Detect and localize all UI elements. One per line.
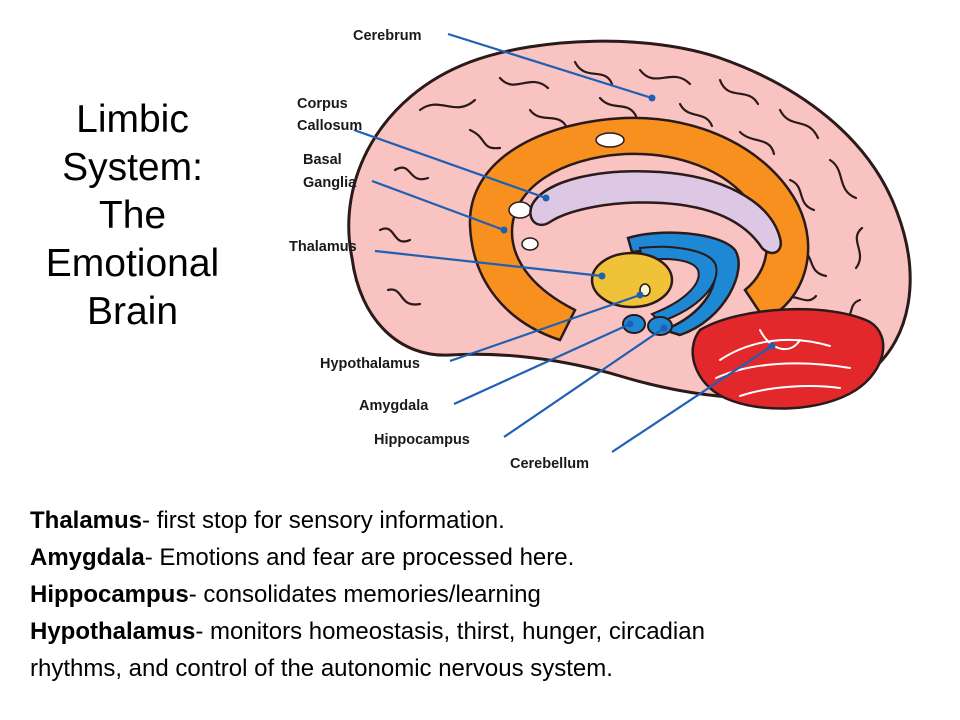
amygdala-shape xyxy=(622,314,646,334)
brain-diagram: Cerebrum Corpus Callosum Basal Ganglia T… xyxy=(289,28,912,472)
cerebellum-folds xyxy=(715,329,851,397)
title-line: Emotional xyxy=(45,242,220,285)
definition-hypothalamus-continued: rhythms, and control of the autonomic ne… xyxy=(30,655,613,682)
label-hippocampus: Hippocampus xyxy=(374,432,470,448)
label-amygdala: Amygdala xyxy=(359,398,429,414)
desc-hippocampus: - consolidates memories/learning xyxy=(188,581,541,608)
desc-amygdala: - Emotions and fear are processed here. xyxy=(144,544,575,571)
slide-title: Limbic System: The Emotional Brain xyxy=(20,96,245,336)
label-corpus-callosum-line1: Corpus xyxy=(297,96,348,112)
leader-amygdala xyxy=(453,322,631,406)
leader-hypothalamus xyxy=(449,293,641,363)
term-thalamus: Thalamus xyxy=(30,507,143,534)
definition-thalamus: Thalamus- first stop for sensory informa… xyxy=(30,502,950,539)
hippocampus-head-shape xyxy=(647,316,673,336)
term-hippocampus: Hippocampus xyxy=(30,581,189,608)
label-hypothalamus: Hypothalamus xyxy=(320,356,420,372)
definition-amygdala: Amygdala- Emotions and fear are processe… xyxy=(30,539,950,576)
title-line: The xyxy=(98,194,167,237)
leader-cerebrum xyxy=(447,32,653,100)
label-cerebellum: Cerebellum xyxy=(510,456,589,472)
leader-cerebellum xyxy=(611,345,773,453)
title-line: System: xyxy=(62,146,203,189)
basal-ganglia-holes xyxy=(508,132,625,251)
label-thalamus: Thalamus xyxy=(289,239,357,255)
definitions-legend: Thalamus- first stop for sensory informa… xyxy=(30,502,950,687)
label-corpus-callosum-line2: Callosum xyxy=(297,118,362,134)
desc-hypothalamus: - monitors homeostasis, thirst, hunger, … xyxy=(195,618,705,645)
title-line: Limbic xyxy=(76,98,189,141)
leader-thalamus xyxy=(374,249,603,278)
term-hypothalamus: Hypothalamus xyxy=(30,618,196,645)
term-amygdala: Amygdala xyxy=(30,544,145,571)
leader-lines xyxy=(353,32,773,453)
corpus-callosum-shape xyxy=(529,170,783,255)
leader-basal-ganglia xyxy=(371,179,505,232)
label-basal-ganglia-line2: Ganglia xyxy=(303,175,357,191)
definition-hypothalamus: Hypothalamus- monitors homeostasis, thir… xyxy=(30,613,950,650)
label-basal-ganglia-line1: Basal xyxy=(303,152,342,168)
leader-dots xyxy=(500,94,776,350)
leader-corpus-callosum xyxy=(353,128,547,200)
thalamus-shape xyxy=(590,251,674,309)
desc-thalamus: - first stop for sensory information. xyxy=(142,507,505,534)
leader-hippocampus xyxy=(503,327,665,438)
title-line: Brain xyxy=(86,290,179,333)
definition-hippocampus: Hippocampus- consolidates memories/learn… xyxy=(30,576,950,613)
label-cerebrum: Cerebrum xyxy=(353,28,422,44)
